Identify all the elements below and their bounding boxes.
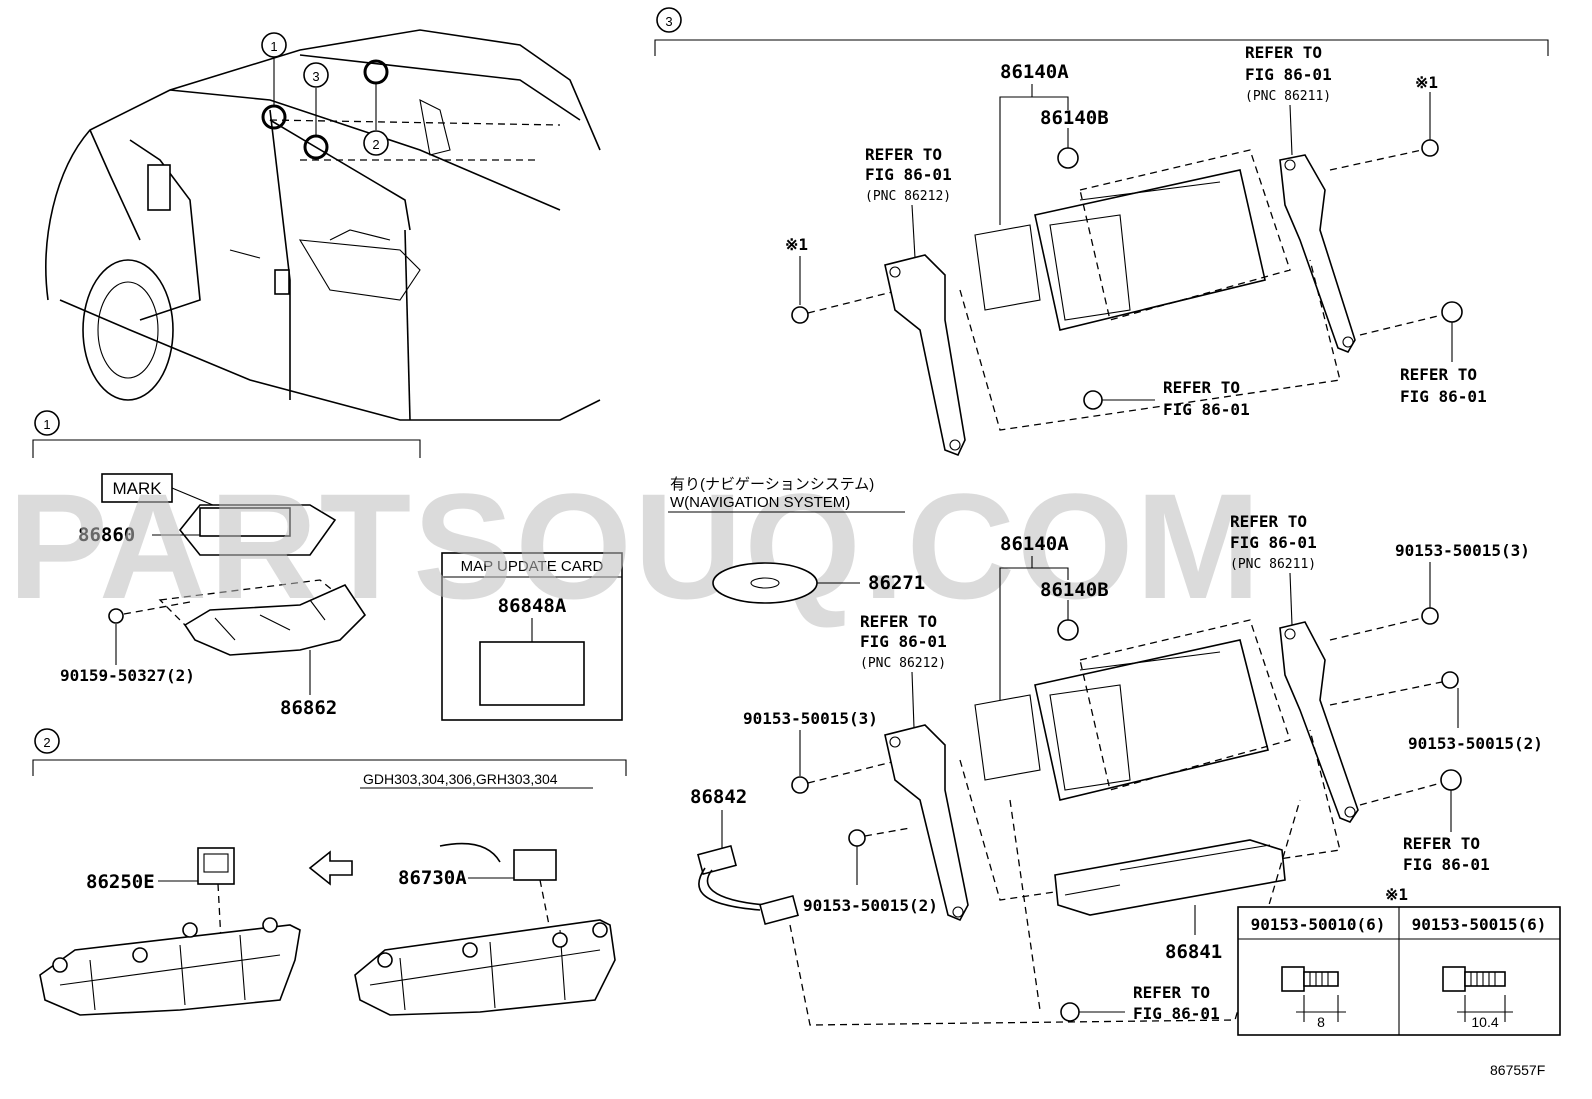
bolt-center: 90153-50015(2) — [803, 896, 938, 915]
section-2-marker: 2 — [43, 735, 50, 750]
top-refer-right-2: FIG 86-01 — [1245, 65, 1332, 84]
map-update-card — [479, 641, 585, 706]
top-part-86140B: 86140B — [1040, 107, 1109, 129]
bolt-table-note: ※1 — [1385, 885, 1408, 904]
bolt-left: 90153-50015(3) — [743, 709, 878, 728]
nav-label-en: W(NAVIGATION SYSTEM) — [670, 494, 850, 511]
top-refer-bottom-right-2: FIG 86-01 — [1400, 387, 1487, 406]
bolt-col2-dim: 10.4 — [1471, 1014, 1498, 1030]
section-2: 2 GDH303,304,306,GRH303,304 86250E 86730… — [32, 728, 627, 1016]
bolt-8mm-icon — [1281, 966, 1346, 1022]
map-card-title: MAP UPDATE CARD — [461, 558, 604, 575]
bottom-part-86140B: 86140B — [1040, 579, 1109, 601]
bolt-col1-header: 90153-50010(6) — [1251, 915, 1386, 934]
top-note-left: ※1 — [785, 235, 808, 254]
bolt-right-mid: 90153-50015(2) — [1408, 734, 1543, 753]
top-refer-right-3: (PNC 86211) — [1245, 89, 1331, 104]
top-refer-bottom-right-1: REFER TO — [1400, 365, 1477, 384]
bolt-col2-header: 90153-50015(6) — [1412, 915, 1547, 934]
part-86271: 86271 — [868, 572, 925, 594]
section-1: 1 MARK 86860 90159-50327(2) 86862 MAP UP… — [32, 410, 623, 721]
section-3-marker: 3 — [665, 14, 672, 29]
top-refer-bottom-1: REFER TO — [1163, 378, 1240, 397]
vehicle-overview: 1 3 2 — [45, 29, 601, 421]
bottom-refer-right-2: FIG 86-01 — [1230, 533, 1317, 552]
bottom-refer-left-2: FIG 86-01 — [860, 632, 947, 651]
vehicle-marker-2: 2 — [372, 137, 379, 152]
vehicle-marker-3: 3 — [312, 69, 319, 84]
figure-id: 867557F — [1490, 1062, 1545, 1078]
part-86860: 86860 — [78, 524, 135, 546]
top-refer-bottom-2: FIG 86-01 — [1163, 400, 1250, 419]
top-refer-left-2: FIG 86-01 — [865, 165, 952, 184]
bottom-refer-bottom-right-1: REFER TO — [1403, 834, 1480, 853]
section-3-top: 3 86140A 86140B REFER TO FIG 86-01 (PNC … — [654, 7, 1549, 457]
mark-label: MARK — [112, 479, 162, 498]
bottom-refer-right-1: REFER TO — [1230, 512, 1307, 531]
nav-disc — [712, 562, 818, 604]
bottom-refer-bottom-1: REFER TO — [1133, 983, 1210, 1002]
watermark: PARTSOUQ.COM — [8, 462, 1263, 630]
bottom-refer-right-3: (PNC 86211) — [1230, 557, 1316, 572]
bottom-refer-bottom-right-2: FIG 86-01 — [1403, 855, 1490, 874]
bolt-10-4mm-icon — [1442, 966, 1513, 1022]
bottom-refer-bottom-2: FIG 86-01 — [1133, 1004, 1220, 1023]
part-86862: 86862 — [280, 697, 337, 719]
bolt-table: ※1 90153-50010(6) 90153-50015(6) 8 10.4 — [1237, 885, 1561, 1036]
part-86730A: 86730A — [398, 867, 467, 889]
part-86250E: 86250E — [86, 871, 155, 893]
part-86842: 86842 — [690, 786, 747, 808]
map-card-part: 86848A — [498, 595, 567, 617]
section-1-marker: 1 — [43, 417, 50, 432]
top-part-86140A: 86140A — [1000, 61, 1069, 83]
bolt-right-top: 90153-50015(3) — [1395, 541, 1530, 560]
bolt-90159-50327: 90159-50327(2) — [60, 666, 195, 685]
top-refer-left-1: REFER TO — [865, 145, 942, 164]
top-refer-right-1: REFER TO — [1245, 43, 1322, 62]
part-86841: 86841 — [1165, 941, 1222, 963]
bottom-refer-left-3: (PNC 86212) — [860, 656, 946, 671]
location-ring-1 — [261, 104, 287, 130]
top-refer-left-3: (PNC 86212) — [865, 189, 951, 204]
bolt-col1-dim: 8 — [1317, 1014, 1325, 1030]
bottom-part-86140A: 86140A — [1000, 533, 1069, 555]
model-note: GDH303,304,306,GRH303,304 — [363, 771, 558, 787]
section-3-bottom: 有り(ナビゲーションシステム) W(NAVIGATION SYSTEM) 862… — [668, 476, 1543, 1026]
arrow-icon — [308, 850, 353, 886]
top-note-right: ※1 — [1415, 73, 1438, 92]
nav-ecu-86841 — [1054, 839, 1286, 916]
vehicle-marker-1: 1 — [270, 39, 277, 54]
bottom-refer-left-1: REFER TO — [860, 612, 937, 631]
nav-label-jp: 有り(ナビゲーションシステム) — [670, 476, 874, 493]
